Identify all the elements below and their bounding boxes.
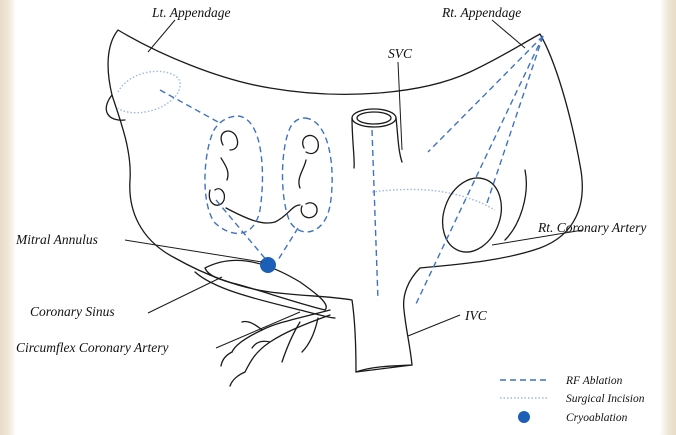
legend: RF Ablation Surgical Incision Cryoablati… (500, 375, 645, 424)
rf-pv-lower (278, 228, 298, 260)
label-mitral-annulus: Mitral Annulus (15, 232, 98, 247)
label-ivc: IVC (464, 308, 488, 323)
rf-appendage-to-pv (160, 90, 218, 122)
rt-coronary-ellipse (433, 170, 512, 261)
circumflex-artery-branches (221, 310, 330, 386)
rf-rt-appendage-3 (486, 36, 543, 206)
legend-cryo-swatch (518, 411, 530, 423)
right-atrial-incision (372, 189, 495, 210)
label-rt-appendage: Rt. Appendage (441, 5, 521, 20)
label-lt-appendage: Lt. Appendage (151, 5, 231, 20)
svc-vessel (352, 109, 402, 168)
rf-svc-to-ivc (372, 130, 378, 300)
label-svc: SVC (388, 46, 413, 61)
legend-cryoablation: Cryoablation (566, 412, 628, 424)
rf-rt-appendage-1 (428, 36, 543, 152)
label-leaders (125, 20, 583, 348)
cryoablation-point (260, 257, 276, 273)
lt-appendage-incision (118, 71, 180, 112)
label-rt-coronary-artery: Rt. Coronary Artery (537, 220, 646, 235)
rf-right-pv-encircle (283, 118, 333, 232)
label-circumflex-coronary-artery: Circumflex Coronary Artery (16, 340, 168, 355)
atria-outline (108, 30, 582, 372)
legend-rf-ablation: RF Ablation (565, 375, 623, 387)
right-atrium-lower-edge (505, 170, 526, 240)
pulmonary-veins (209, 131, 318, 223)
rf-rt-appendage-2 (415, 36, 543, 306)
legend-surgical-incision: Surgical Incision (566, 393, 645, 405)
label-coronary-sinus: Coronary Sinus (30, 304, 115, 319)
rf-ablation-lines (160, 36, 543, 306)
coronary-sinus-lower (195, 272, 335, 318)
